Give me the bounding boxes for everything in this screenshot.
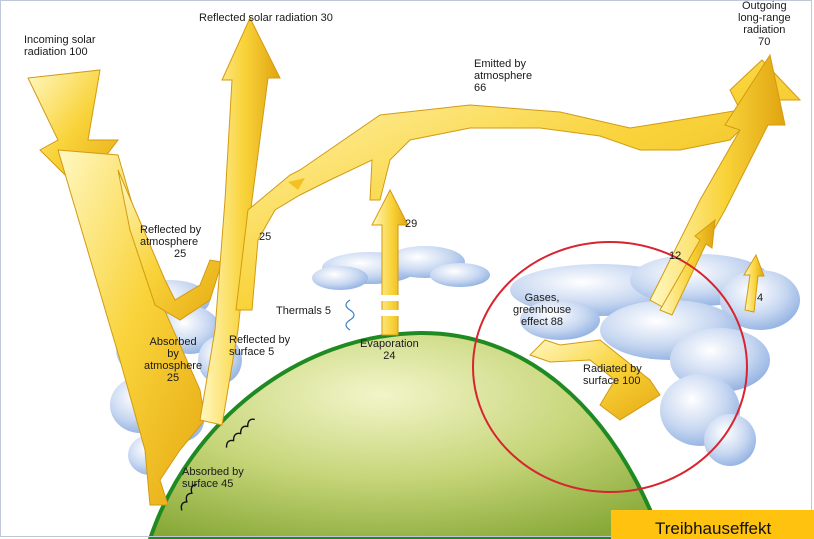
label-reflected-solar: Reflected solar radiation 30 (199, 12, 333, 24)
label-4: 4 (757, 292, 764, 304)
caption-text: Treibhauseffekt (655, 519, 772, 538)
cloud-right (510, 254, 800, 466)
reflected-solar-arrow (199, 16, 281, 426)
highlight-circle (472, 241, 748, 493)
thermals-squiggle (345, 299, 355, 331)
absorbed-wave-1 (225, 418, 255, 448)
evaporation-stripe-2 (380, 310, 400, 316)
label-25: 25 (259, 231, 272, 243)
emitted-band (235, 59, 802, 311)
arrow-12 (659, 218, 716, 316)
caption-box: Treibhauseffekt (611, 510, 814, 539)
evaporation-arrow (371, 188, 409, 336)
evaporation-stripe (380, 295, 400, 301)
earth (147, 330, 665, 539)
arrow-25 (288, 178, 305, 190)
radiated-surface-arrow (529, 339, 661, 421)
arrow-4 (743, 253, 765, 313)
label-29: 29 (405, 218, 418, 230)
label-thermals: Thermals 5 (276, 305, 332, 317)
absorbed-wave-2 (180, 483, 197, 511)
label-12: 12 (669, 250, 682, 262)
